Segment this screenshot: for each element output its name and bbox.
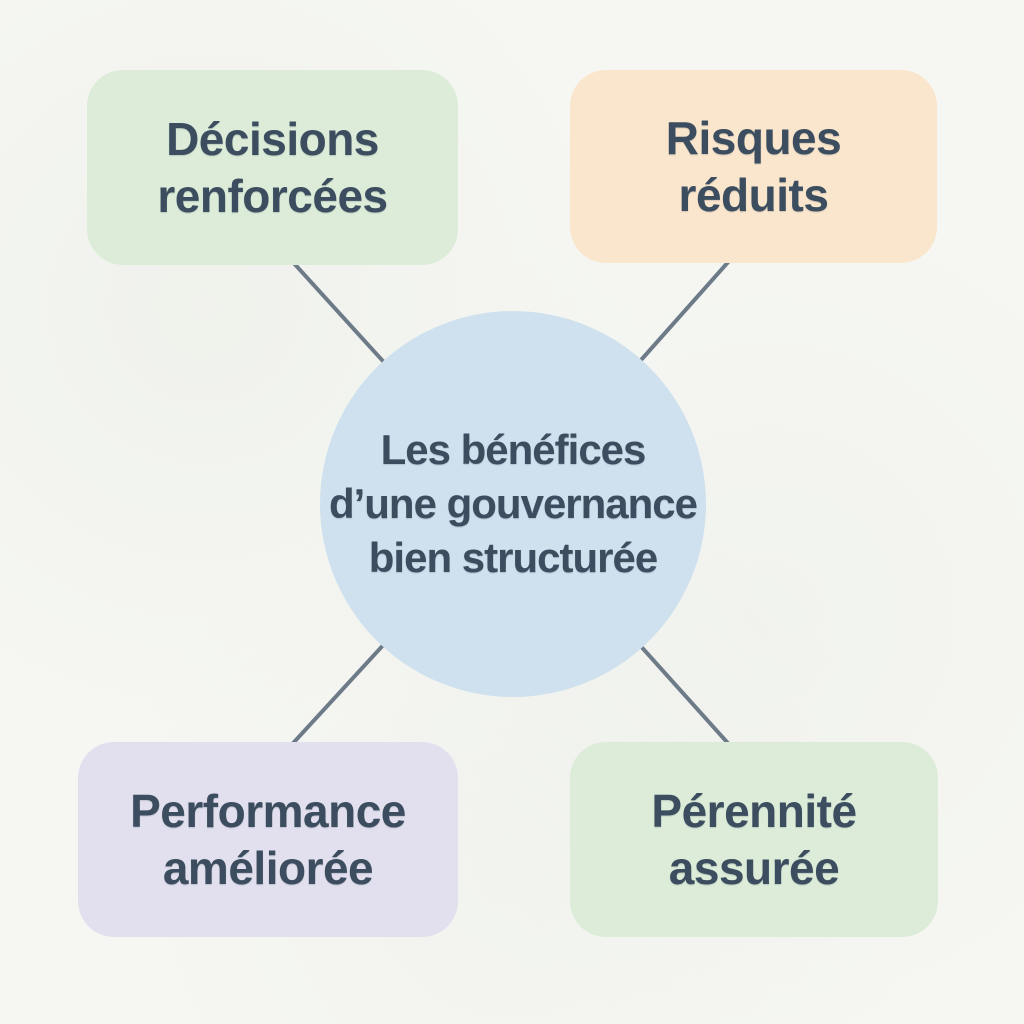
node-label: Pérennité assurée [651, 783, 857, 897]
center-label: Les bénéfices d’une gouvernance bien str… [320, 423, 706, 585]
node-label-line: améliorée [162, 841, 374, 894]
node-label: Décisions renforcées [157, 111, 388, 225]
node-risques-reduits: Risques réduits [570, 70, 937, 263]
node-label-line: Décisions [166, 112, 379, 165]
node-label-line: Performance [130, 784, 406, 837]
center-label-line: d’une gouvernance [328, 480, 698, 527]
node-label-line: renforcées [157, 169, 388, 222]
node-performance-amelioree: Performance améliorée [78, 742, 458, 937]
node-decisions-renforcees: Décisions renforcées [87, 70, 458, 265]
node-label: Performance améliorée [130, 783, 406, 897]
node-label-line: assurée [668, 841, 840, 894]
center-label-line: Les bénéfices [380, 426, 647, 473]
node-label-line: Pérennité [651, 784, 857, 837]
node-perennite-assuree: Pérennité assurée [570, 742, 938, 937]
node-label-line: réduits [678, 168, 829, 221]
node-label: Risques réduits [665, 110, 842, 224]
node-label-line: Risques [665, 111, 842, 164]
center-label-line: bien structurée [368, 534, 658, 581]
center-circle-benefices: Les bénéfices d’une gouvernance bien str… [320, 311, 706, 697]
